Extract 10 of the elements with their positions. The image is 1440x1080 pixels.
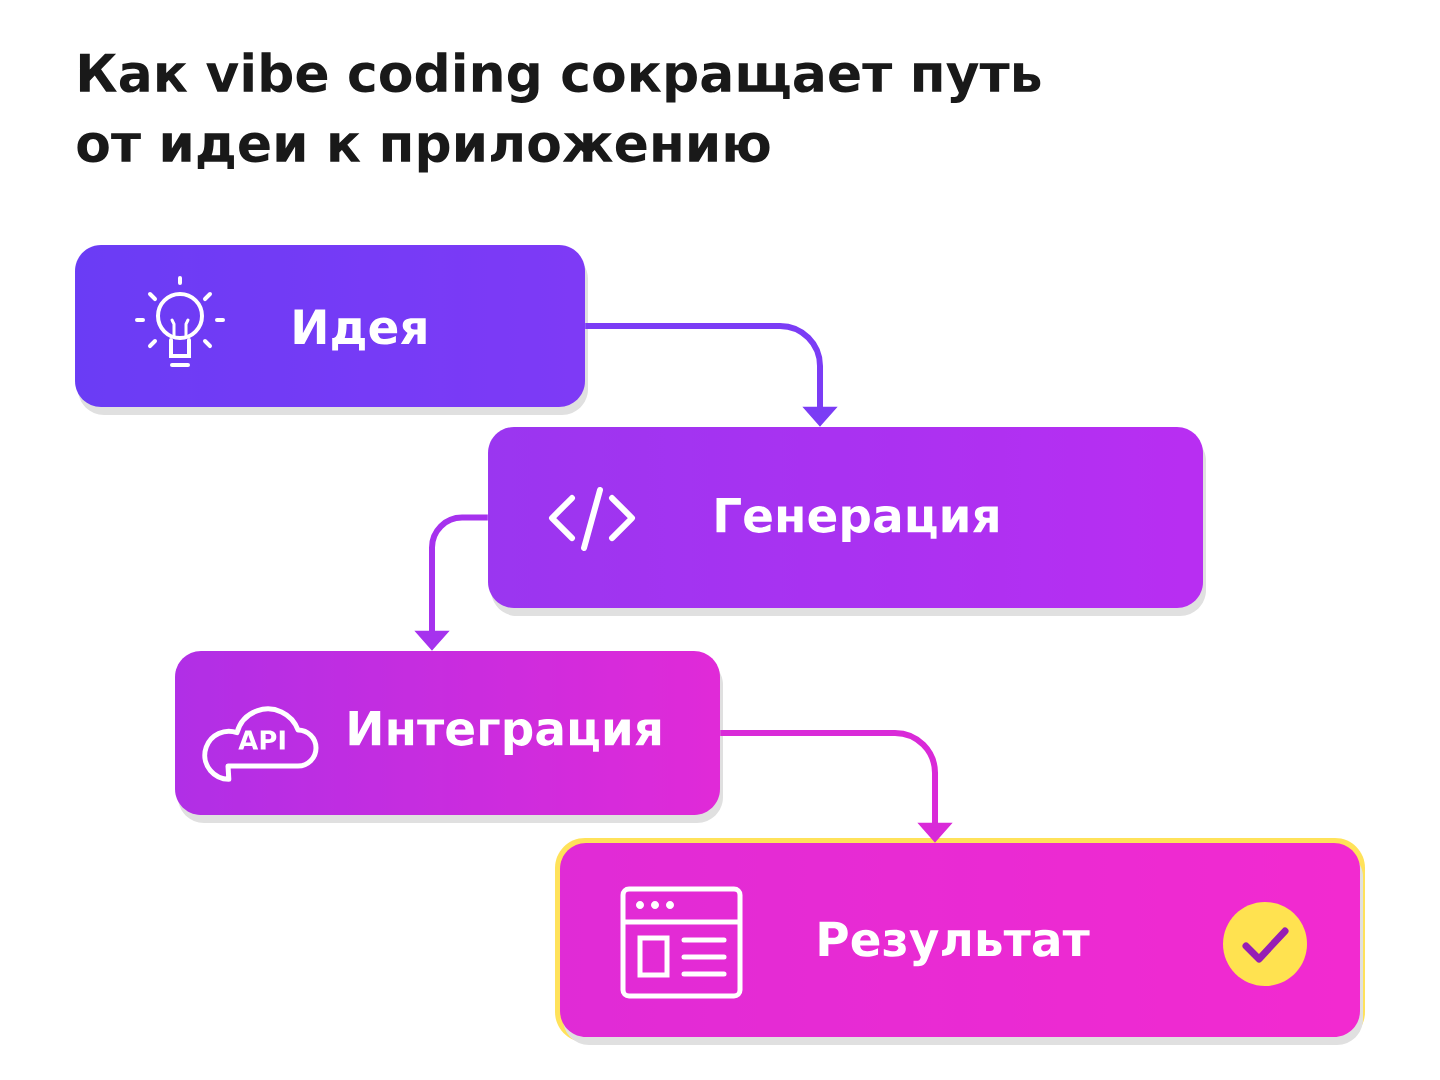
step-label: Идея xyxy=(294,309,426,351)
process-box xyxy=(555,838,1365,1045)
step-label: Генерация xyxy=(716,498,998,542)
process-box xyxy=(175,651,723,823)
step-label: Результат xyxy=(819,921,1090,967)
icon-label: API xyxy=(238,730,285,750)
step-label: Интеграция xyxy=(349,711,661,756)
process-box xyxy=(75,245,588,415)
title: Как vibe coding сокращает путь от идеи к приложению xyxy=(77,52,1041,173)
process-box xyxy=(488,427,1206,616)
